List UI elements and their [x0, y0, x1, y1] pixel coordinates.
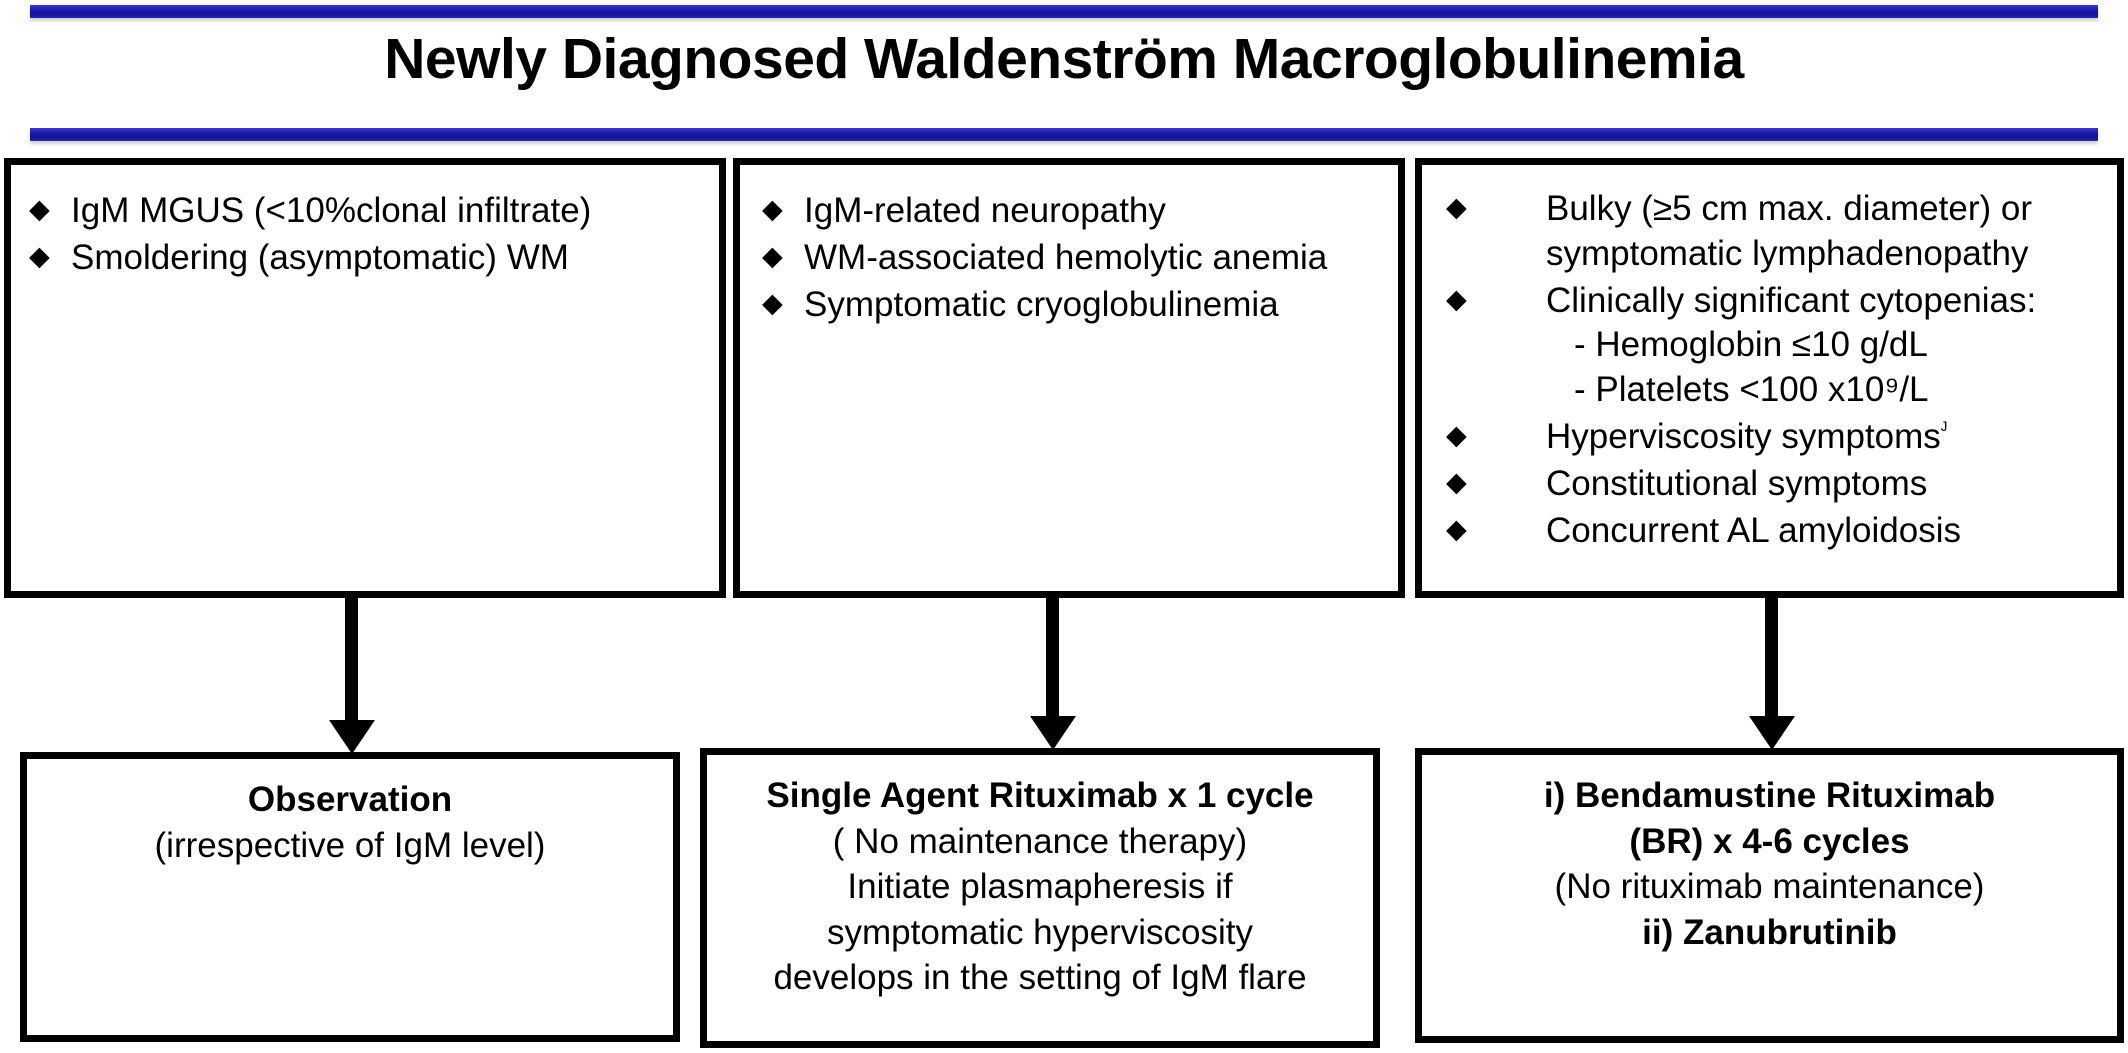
diamond-bullet-icon: ◆: [1446, 419, 1467, 450]
arrow-stem: [1765, 598, 1778, 716]
treatment-box-content: i) Bendamustine Rituximab (BR) x 4-6 cyc…: [1422, 755, 2117, 955]
criteria-box-content: ◆ IgM MGUS (<10%clonal infiltrate) ◆ Smo…: [11, 165, 719, 281]
criteria-item-label: Symptomatic cryoglobulinemia: [804, 284, 1279, 324]
treatment-line: ii) Zanubrutinib: [1642, 912, 1897, 952]
criteria-item-label: Clinically significant cytopenias:: [1546, 280, 2037, 320]
treatment-line: symptomatic hyperviscosity: [827, 912, 1253, 952]
arrow-stem: [345, 598, 358, 720]
diamond-bullet-icon: ◆: [762, 194, 783, 224]
criteria-item: ◆ Smoldering (asymptomatic) WM: [29, 236, 703, 281]
arrow-head-icon: [1749, 716, 1795, 750]
treatment-box-bendamustine-rituximab: i) Bendamustine Rituximab (BR) x 4-6 cyc…: [1415, 748, 2124, 1043]
criteria-item: ◆ IgM MGUS (<10%clonal infiltrate): [29, 189, 703, 234]
criteria-item: ◆ Symptomatic cryoglobulinemia: [762, 283, 1386, 328]
criteria-box-indolent-disease: ◆ IgM MGUS (<10%clonal infiltrate) ◆ Smo…: [4, 158, 726, 598]
criteria-item-label: Constitutional symptoms: [1546, 463, 1928, 503]
arrow-stem: [1046, 598, 1059, 716]
criteria-box-content: ◆ Bulky (≥5 cm max. diameter) or symptom…: [1422, 165, 2117, 553]
top-divider-rule: [30, 5, 2098, 18]
diamond-bullet-icon: ◆: [29, 240, 50, 271]
treatment-box-content: Observation (irrespective of IgM level): [27, 759, 673, 868]
criteria-item-label: Bulky (≥5 cm max. diameter) or symptomat…: [1546, 189, 2032, 273]
criteria-item: ◆ Concurrent AL amyloidosis: [1446, 509, 2109, 554]
diamond-bullet-icon: ◆: [1446, 192, 1467, 222]
treatment-line: ( No maintenance therapy): [832, 821, 1248, 861]
treatment-box-observation: Observation (irrespective of IgM level): [20, 752, 680, 1042]
criteria-list-symptoms: ◆ IgM-related neuropathy ◆ WM-associated…: [762, 189, 1386, 327]
criteria-list-indolent: ◆ IgM MGUS (<10%clonal infiltrate) ◆ Smo…: [29, 189, 703, 281]
diamond-bullet-icon: ◆: [1446, 466, 1467, 497]
diamond-bullet-icon: ◆: [762, 287, 783, 318]
criteria-item-label: IgM-related neuropathy: [804, 191, 1166, 230]
treatment-line: develops in the setting of IgM flare: [773, 958, 1307, 997]
criteria-item-label: Smoldering (asymptomatic) WM: [71, 237, 569, 277]
criteria-subitem-hemoglobin: - Hemoglobin ≤10 g/dL: [1574, 325, 1928, 365]
treatment-line: (BR) x 4-6 cycles: [1629, 821, 1910, 861]
diamond-bullet-icon: ◆: [1446, 513, 1467, 544]
criteria-item: ◆ Constitutional symptoms: [1446, 462, 2109, 507]
diamond-bullet-icon: ◆: [762, 240, 783, 271]
treatment-box-single-agent-rituximab: Single Agent Rituximab x 1 cycle ( No ma…: [700, 748, 1380, 1048]
criteria-list-tumor-burden: ◆ Bulky (≥5 cm max. diameter) or symptom…: [1446, 187, 2109, 553]
arrow-head-icon: [1030, 716, 1076, 750]
criteria-item: ◆ Hyperviscosity symptomsᴶ: [1446, 415, 2109, 460]
criteria-item-label: WM-associated hemolytic anemia: [804, 237, 1328, 277]
page-title: Newly Diagnosed Waldenström Macroglobuli…: [384, 27, 1744, 91]
treatment-line: (No rituximab maintenance): [1554, 867, 1985, 906]
criteria-item-text: Hyperviscosity symptoms: [1546, 416, 1941, 456]
diamond-bullet-icon: ◆: [1446, 283, 1467, 314]
treatment-line: (irrespective of IgM level): [154, 825, 546, 865]
criteria-item: ◆ Bulky (≥5 cm max. diameter) or symptom…: [1446, 187, 2109, 277]
criteria-item: ◆ WM-associated hemolytic anemia: [762, 236, 1386, 281]
criteria-box-tumor-burden: ◆ Bulky (≥5 cm max. diameter) or symptom…: [1415, 158, 2124, 598]
footnote-marker: ᴶ: [1940, 419, 1947, 441]
treatment-line: i) Bendamustine Rituximab: [1543, 776, 1996, 815]
arrow-head-icon: [329, 720, 375, 754]
criteria-item-label: Hyperviscosity symptomsᴶ: [1546, 415, 2109, 460]
criteria-item: ◆ IgM-related neuropathy: [762, 189, 1386, 234]
treatment-line: Single Agent Rituximab x 1 cycle: [766, 776, 1314, 815]
criteria-item: ◆ Clinically significant cytopenias: - H…: [1446, 279, 2109, 413]
treatment-line: Observation: [247, 780, 453, 819]
treatment-box-content: Single Agent Rituximab x 1 cycle ( No ma…: [707, 755, 1373, 1001]
criteria-item-label: Concurrent AL amyloidosis: [1546, 510, 1962, 550]
treatment-line: Initiate plasmapheresis if: [847, 867, 1233, 906]
criteria-box-igm-related-symptoms: ◆ IgM-related neuropathy ◆ WM-associated…: [733, 158, 1405, 598]
diamond-bullet-icon: ◆: [29, 194, 50, 224]
bottom-divider-rule: [30, 128, 2098, 141]
criteria-subitem-platelets: - Platelets <100 x10⁹/L: [1574, 370, 1929, 410]
criteria-item-label: IgM MGUS (<10%clonal infiltrate): [71, 191, 592, 230]
criteria-box-content: ◆ IgM-related neuropathy ◆ WM-associated…: [740, 165, 1398, 327]
